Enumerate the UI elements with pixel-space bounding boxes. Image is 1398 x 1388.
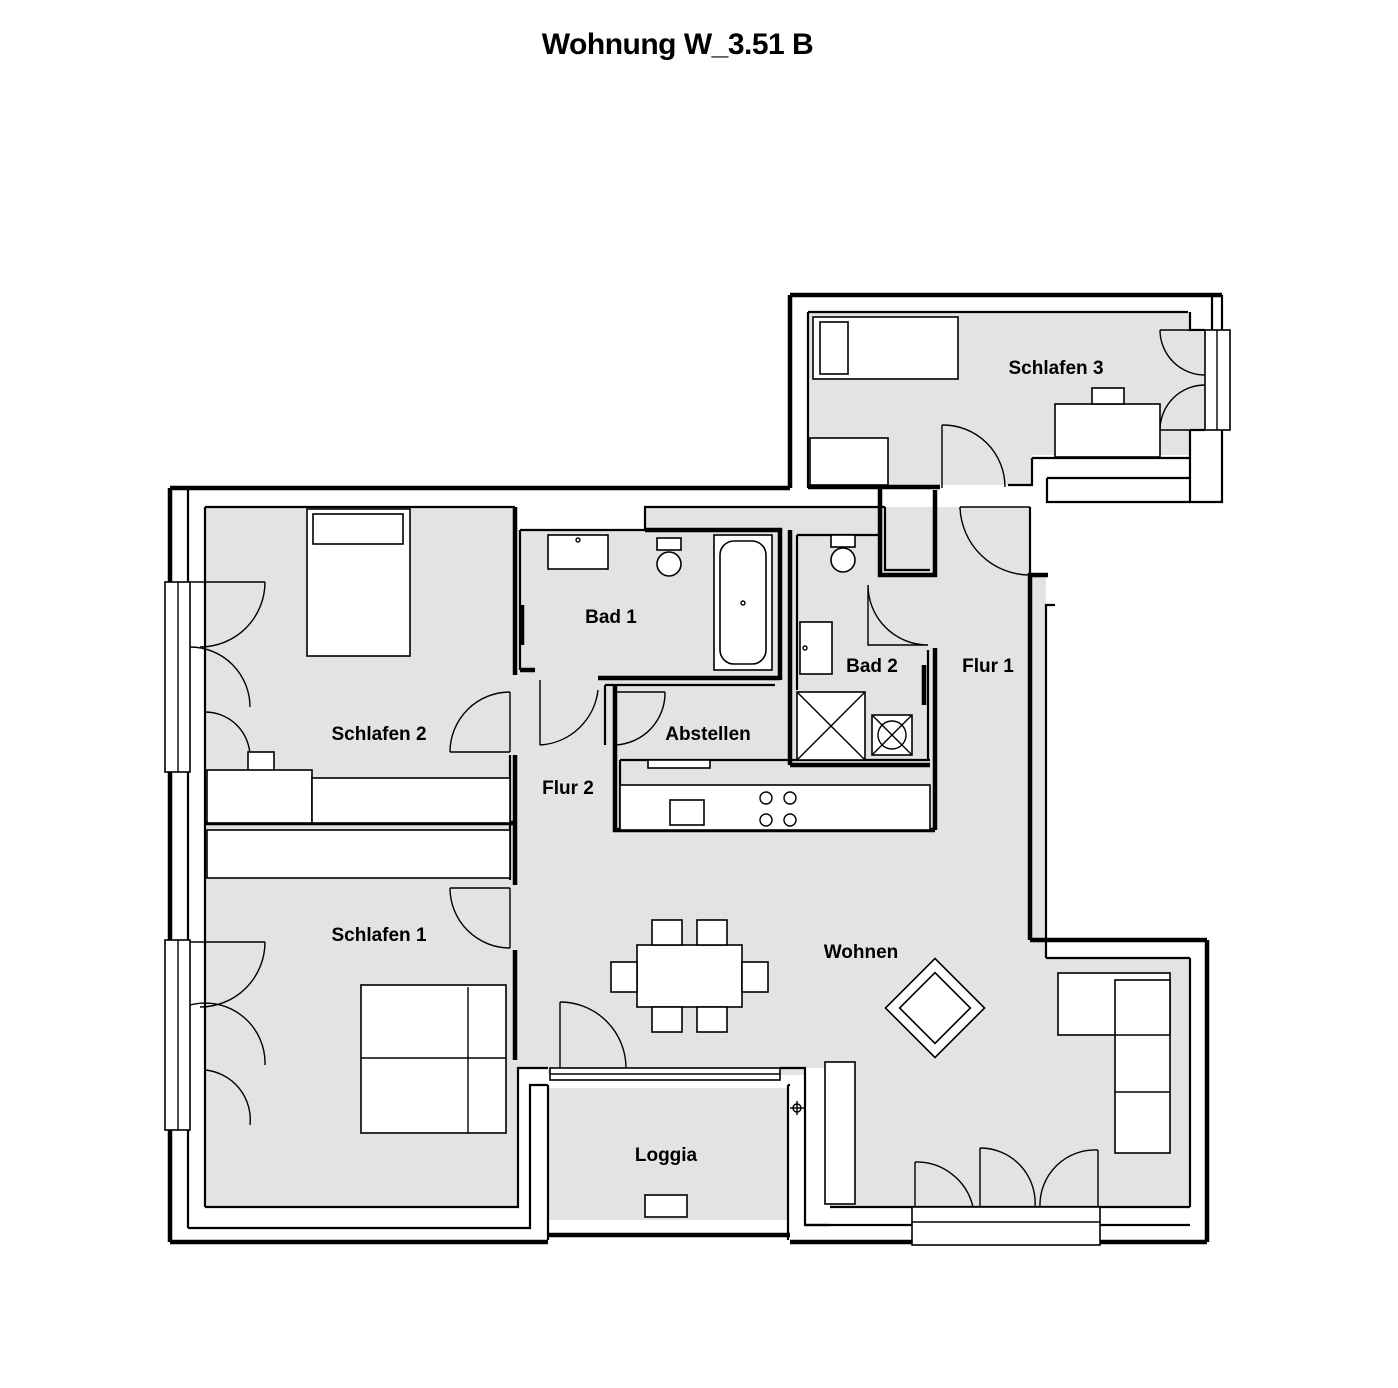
label-wohnen: Wohnen bbox=[824, 942, 899, 963]
doors bbox=[189, 329, 1206, 1208]
label-bad-2: Bad 2 bbox=[846, 656, 898, 677]
label-schlafen-2: Schlafen 2 bbox=[331, 724, 426, 745]
label-schlafen-3: Schlafen 3 bbox=[1008, 358, 1103, 379]
label-flur-2: Flur 2 bbox=[542, 778, 594, 799]
furniture bbox=[206, 316, 1171, 1218]
label-flur-1: Flur 1 bbox=[962, 656, 1014, 677]
windows bbox=[164, 329, 1231, 1246]
room-labels: Schlafen 3 Schlafen 2 Schlafen 1 Bad 1 B… bbox=[331, 358, 1103, 1166]
label-schlafen-1: Schlafen 1 bbox=[331, 925, 426, 946]
label-bad-1: Bad 1 bbox=[585, 607, 637, 628]
label-loggia: Loggia bbox=[635, 1145, 698, 1166]
plan-title: Wohnung W_3.51 B bbox=[541, 28, 814, 61]
label-abstellen: Abstellen bbox=[665, 724, 751, 745]
